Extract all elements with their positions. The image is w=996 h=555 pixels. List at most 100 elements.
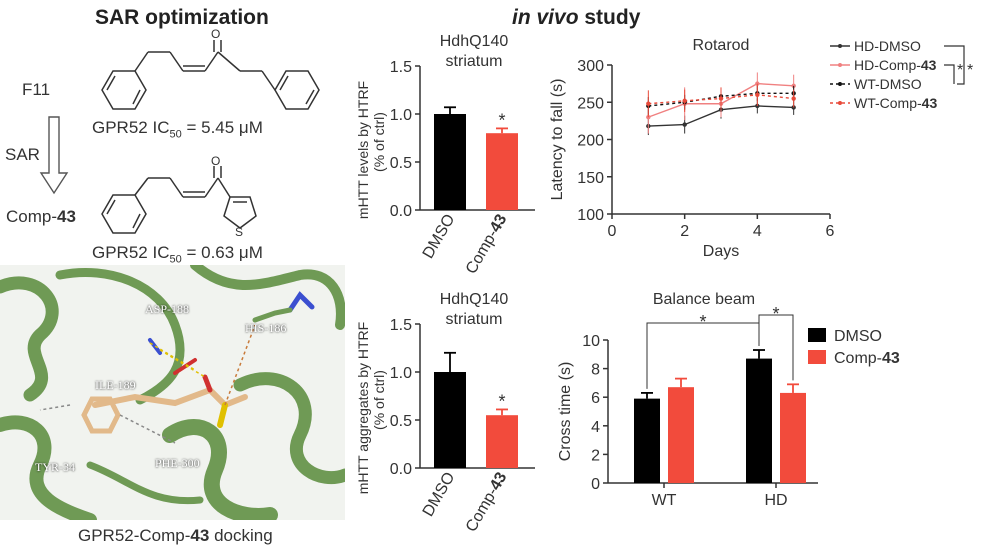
rotarod-sig-bracket-inner — [944, 64, 955, 84]
docking-image: ASP-188 HIS-186 ILE-189 TYR-34 PHE-300 — [0, 265, 345, 520]
sar-header: SAR optimization — [95, 6, 269, 29]
levels-xtick-label-0: DMSO — [420, 212, 459, 262]
levels-ylabel-2: (% of ctrl) — [371, 112, 387, 172]
beam-sig-2: * — [772, 304, 779, 324]
invivo-rest: study — [578, 6, 641, 29]
rotarod-xtick-label-3: 6 — [826, 223, 835, 240]
rotarod-legend-label-0: HD-DMSO — [854, 38, 921, 54]
beam-xtick-label-0: WT — [652, 492, 677, 509]
invivo-header: in vivo study — [512, 6, 640, 30]
beam-legend-label-0: DMSO — [834, 328, 882, 345]
beam-bar-0-1 — [668, 387, 694, 483]
levels-ylabel: mHTT levels by HTRF — [355, 81, 371, 219]
beam-ytick-label-3: 6 — [591, 390, 600, 407]
f11-structure: O — [101, 27, 320, 110]
beam-bar-1-1 — [780, 392, 806, 483]
rotarod-point-3-4 — [791, 96, 796, 101]
rotarod-legend-label-0-prefix: HD-DMSO — [854, 38, 921, 54]
aggregates-ytick-label-0: 0.0 — [390, 461, 412, 478]
levels-sig-1: * — [498, 110, 505, 130]
beam-bar-1-0 — [746, 358, 772, 483]
aggregates-xtick-label-0-prefix: DMSO — [420, 470, 459, 520]
docking-ribbons — [0, 265, 345, 520]
ic50-comp43: GPR52 IC50 = 0.63 μM — [92, 243, 263, 265]
comp43-bold: 43 — [57, 207, 76, 226]
residue-ile-189: ILE-189 — [95, 378, 136, 392]
rotarod-xtick-label-0: 0 — [608, 223, 617, 240]
rotarod-legend-label-2: WT-DMSO — [854, 76, 922, 92]
comp43-oxygen: O — [211, 154, 220, 168]
beam-bar-0-0 — [634, 398, 660, 483]
levels-ytick-label-2: 1.0 — [390, 107, 412, 124]
residue-asp-188: ASP-188 — [145, 302, 190, 316]
docking-caption-prefix: GPR52-Comp- — [78, 526, 191, 545]
beam-ytick-label-5: 10 — [582, 333, 600, 350]
aggregates-bar-1 — [486, 415, 518, 468]
rotarod-title: Rotarod — [693, 37, 750, 54]
beam-ytick-label-0: 0 — [591, 476, 600, 493]
docking-caption: GPR52-Comp-43 docking — [78, 526, 273, 546]
levels-xtick-label-0-prefix: DMSO — [420, 212, 459, 262]
residue-phe-300: PHE-300 — [155, 456, 200, 470]
f11-oxygen: O — [211, 27, 220, 41]
rotarod-sig-2: * — [967, 62, 973, 79]
aggregates-ylabel-2: (% of ctrl) — [371, 370, 387, 430]
rotarod-point-3-1 — [682, 98, 687, 103]
beam-ytick-label-4: 8 — [591, 362, 600, 379]
docking-caption-bold: 43 — [190, 526, 210, 545]
rotarod-sig-bracket-outer — [944, 45, 965, 85]
rotarod-ylabel: Latency to fall (s) — [549, 79, 566, 201]
aggregates-ytick-label-3: 1.5 — [390, 317, 412, 334]
ic50-comp43-prefix: GPR52 IC — [92, 243, 170, 262]
rotarod-point-3-2 — [718, 96, 724, 101]
ic50-comp43-rest: = 0.63 μM — [181, 243, 263, 262]
aggregates-xtick-label-1: Comp-43 — [463, 469, 511, 535]
residue-his-186: HIS-186 — [245, 321, 287, 335]
aggregates-title-1: HdhQ140 — [440, 291, 509, 308]
sar-arrow-label: SAR — [5, 145, 40, 164]
aggregates-title-2: striatum — [446, 311, 503, 328]
rotarod-legend-label-2-prefix: WT-DMSO — [854, 76, 922, 92]
rotarod-xlabel: Days — [703, 243, 739, 260]
beam-legend-swatch-1 — [808, 350, 826, 364]
aggregates-sig-1: * — [498, 391, 505, 411]
comp43-sulfur: S — [235, 225, 243, 239]
aggregates-bar-0 — [434, 372, 466, 468]
rotarod-point-3-3 — [755, 92, 760, 98]
rotarod-legend-marker-3 — [838, 101, 842, 105]
levels-xtick-label-1: Comp-43 — [463, 211, 511, 277]
rotarod-xtick-label-2: 4 — [753, 223, 762, 240]
rotarod-ytick-label-4: 300 — [577, 58, 604, 75]
aggregates-ytick-label-1: 0.5 — [390, 413, 412, 430]
ic50-f11-rest: = 5.45 μM — [181, 118, 263, 137]
rotarod-sig-1: * — [957, 62, 963, 79]
beam-sig-1: * — [699, 312, 706, 332]
ic50-comp43-sub: 50 — [169, 253, 182, 266]
sar-arrow — [39, 116, 69, 195]
comp43-label: Comp-43 — [6, 207, 76, 227]
rotarod-point-1-0 — [646, 114, 651, 120]
rotarod-ytick-label-0: 100 — [577, 207, 604, 224]
levels-bar-0 — [434, 114, 466, 210]
comp43-structure: O S — [101, 154, 257, 239]
docking-caption-suffix: docking — [209, 526, 273, 545]
levels-ytick-label-0: 0.0 — [390, 203, 412, 220]
beam-legend-label-1: Comp-43 — [834, 350, 900, 367]
rotarod-point-0-1 — [682, 122, 687, 127]
ic50-f11: GPR52 IC50 = 5.45 μM — [92, 118, 263, 140]
f11-label: F11 — [22, 80, 51, 99]
rotarod-ytick-label-1: 150 — [577, 170, 604, 187]
rotarod-legend-label-3-bold: 43 — [922, 95, 938, 111]
beam-sig-bracket-1 — [646, 322, 760, 389]
rotarod-ytick-label-3: 250 — [577, 95, 604, 112]
invivo-italic: in vivo — [512, 6, 579, 29]
rotarod-legend-label-1-bold: 43 — [921, 57, 937, 73]
levels-title-1: HdhQ140 — [440, 33, 509, 50]
ic50-f11-sub: 50 — [169, 128, 182, 141]
aggregates-ytick-label-2: 1.0 — [390, 365, 412, 382]
beam-legend-label-1-bold: 43 — [882, 350, 900, 367]
beam-title: Balance beam — [653, 291, 755, 308]
